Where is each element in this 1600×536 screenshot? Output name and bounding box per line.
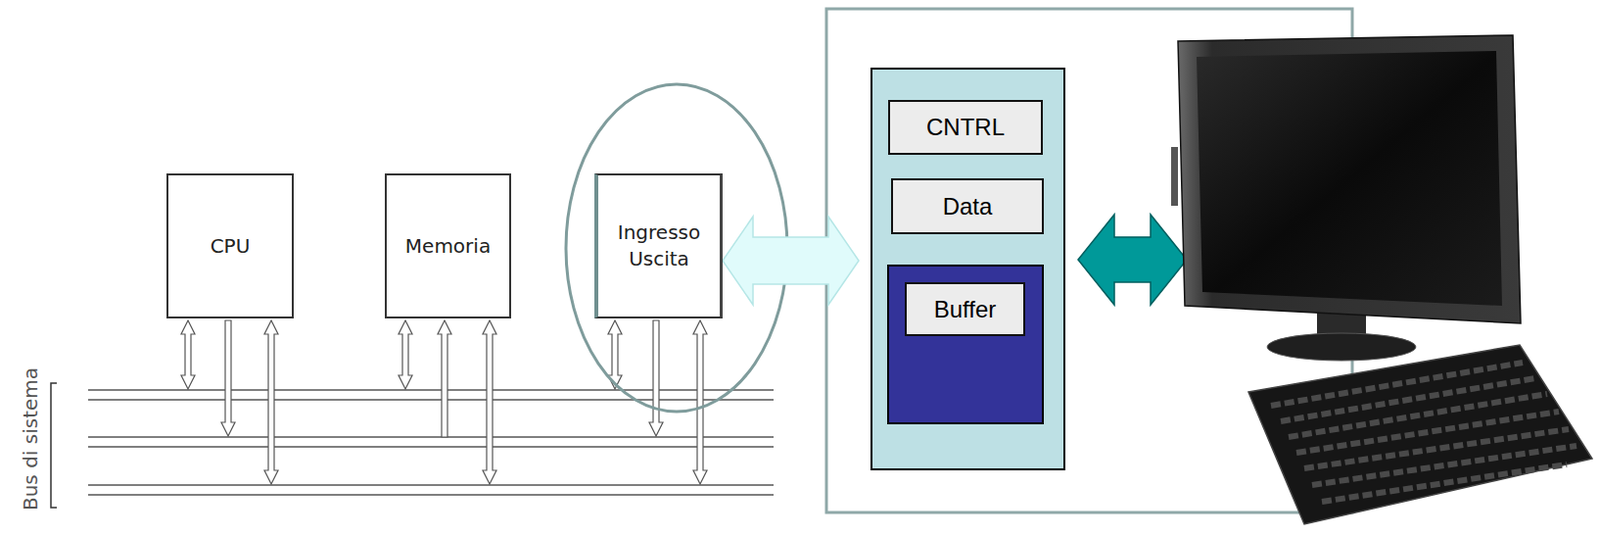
bus-arrow: [181, 320, 195, 389]
bus-line: [88, 445, 774, 448]
bus-arrow: [693, 320, 707, 484]
bus-line: [88, 388, 774, 391]
device-arrow: [1078, 214, 1187, 305]
keyboard-body: [1248, 344, 1593, 524]
monitor-frame: [1177, 35, 1521, 324]
system-bus: [88, 389, 774, 495]
bus-line: [88, 493, 774, 496]
bus-line: [88, 483, 774, 486]
monitor-screen: [1196, 50, 1503, 306]
memory-box: Memoria: [384, 173, 512, 319]
controller-panel: [871, 68, 1065, 470]
io-arrow: [722, 216, 859, 305]
monitor-side: [1171, 146, 1178, 206]
bus-arrow: [398, 320, 413, 389]
key-row: [1304, 428, 1569, 469]
bus-arrow: [482, 320, 497, 484]
key-row: [1312, 445, 1577, 485]
buffer-box: Buffer: [904, 282, 1026, 336]
cpu-box: CPU: [166, 173, 294, 319]
bracket: [50, 382, 57, 508]
bus-arrow: [264, 320, 279, 484]
bus-arrow: [649, 320, 663, 436]
keyboard-picture: [1248, 344, 1593, 524]
box-label: Data: [942, 192, 993, 221]
box-label: CNTRL: [926, 113, 1005, 142]
monitor-picture: [1171, 35, 1521, 361]
buffer-area: [888, 265, 1043, 424]
box-label: Ingresso Uscita: [604, 219, 714, 273]
box-label: CPU: [210, 233, 251, 260]
box-label: Memoria: [405, 233, 491, 260]
bus-arrow: [437, 320, 452, 437]
monitor-base: [1267, 332, 1416, 361]
key-row: [1321, 464, 1567, 502]
bus-label: Bus di sistema: [18, 367, 43, 511]
box-label: Buffer: [934, 295, 997, 324]
control-register: CNTRL: [888, 99, 1043, 155]
bus-line: [88, 435, 774, 438]
keyboard-keys: [1270, 362, 1577, 502]
bus-line: [88, 398, 774, 401]
key-row: [1288, 393, 1548, 437]
io-box: Ingresso Uscita: [594, 173, 723, 319]
bus-arrows: [181, 320, 707, 484]
data-register: Data: [891, 178, 1044, 235]
bus-arrow: [221, 320, 236, 436]
key-row: [1296, 411, 1559, 453]
